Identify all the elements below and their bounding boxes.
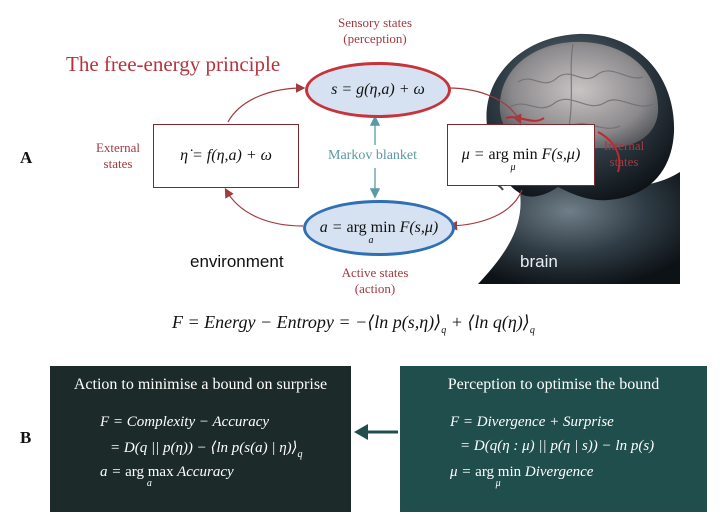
action-eq-1: F = Complexity − Accuracy — [100, 414, 270, 430]
sensory-states-label: Sensory states (perception) — [337, 15, 413, 46]
brain-label: brain — [520, 252, 558, 271]
internal-states-label: Internal states — [603, 138, 645, 169]
cycle-arrows — [224, 83, 523, 231]
arrow-perception-to-action — [354, 424, 398, 440]
perception-panel-heading: Perception to optimise the bound — [447, 376, 660, 393]
environment-label: environment — [190, 252, 284, 271]
markov-blanket-label: Markov blanket — [328, 148, 418, 163]
panel-a-letter: A — [20, 148, 33, 167]
arrow-active-to-external — [224, 187, 304, 227]
external-states-box: η̇ = f(η,a) + ω — [153, 124, 299, 188]
sensory-equation: s = g(η,a) + ω — [331, 81, 425, 98]
perception-eq-1: F = Divergence + Surprise — [450, 414, 614, 430]
sensory-states-ellipse: s = g(η,a) + ω — [305, 62, 451, 118]
action-panel-heading: Action to minimise a bound on surprise — [73, 376, 328, 393]
action-eq-2: = D(q || p(η)) − ⟨ln p(s(a) | η)⟩q — [110, 440, 303, 460]
action-panel: Action to minimise a bound on surprise F… — [50, 366, 351, 512]
perception-eq-2: = D(q(η : μ) || p(η | s)) − ln p(s) — [460, 438, 655, 454]
perception-panel: Perception to optimise the bound F = Div… — [400, 366, 707, 512]
brain-head-image — [448, 22, 680, 284]
active-states-label: Active states (action) — [341, 265, 409, 296]
panel-b-letter: B — [20, 428, 32, 447]
free-energy-equation: F = Energy − Entropy = −⟨ln p(s,η)⟩q + ⟨… — [172, 312, 535, 336]
page-title: The free-energy principle — [66, 52, 281, 76]
external-equation: η̇ = f(η,a) + ω — [180, 147, 272, 164]
arrow-internal-to-active — [447, 189, 523, 231]
arrow-external-to-sensory — [227, 83, 306, 123]
arrow-sensory-to-internal — [447, 87, 522, 125]
external-states-label: External states — [95, 140, 141, 171]
